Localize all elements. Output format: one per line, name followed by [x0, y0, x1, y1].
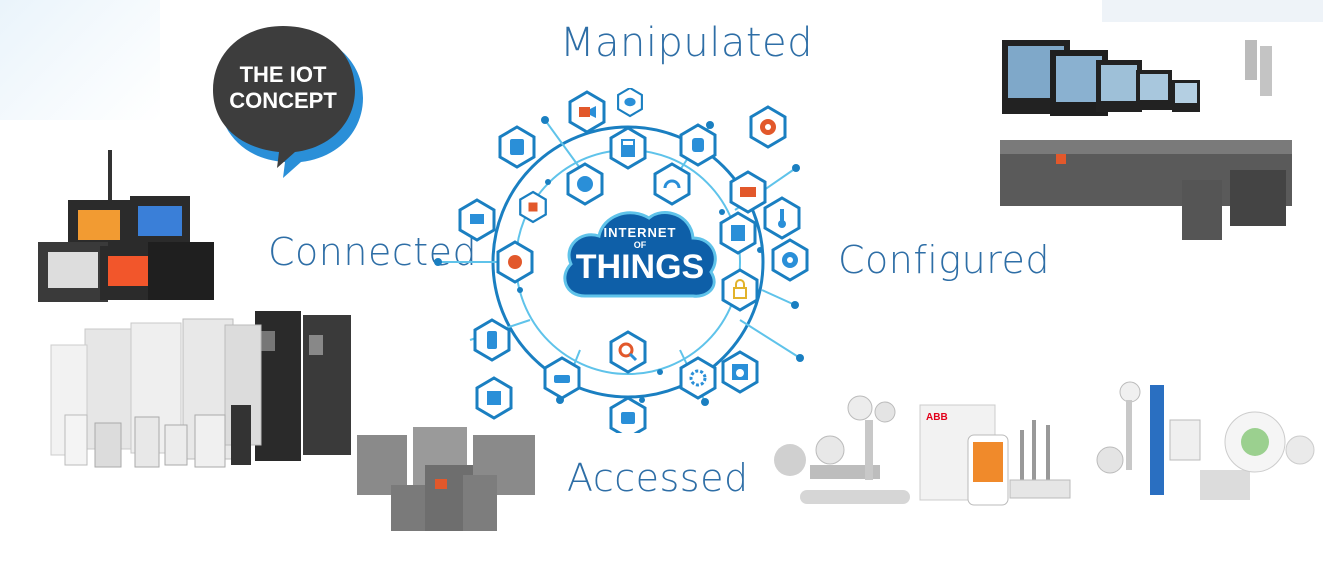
background-tint-right: [1102, 0, 1323, 22]
speaker-icon: [771, 238, 809, 282]
device-brand-label: ABB: [926, 412, 948, 423]
label-connected: Connected: [268, 230, 478, 274]
cloud-line-2: OF: [633, 240, 647, 250]
field-instruments-image: ABB: [774, 381, 1315, 506]
car-icon: [543, 356, 581, 400]
music-icon: [475, 376, 513, 420]
laptop-icon: [458, 198, 496, 242]
scale-icon: [653, 162, 691, 206]
chat-icon: [617, 88, 643, 118]
mobile-phone-icon: [473, 318, 511, 362]
headphones-icon: [566, 162, 604, 206]
iot-icon-hexagons: [458, 88, 809, 433]
plc-hmi-image: [1000, 40, 1292, 240]
magnifier-icon: [609, 330, 647, 374]
soft-starters-image: [357, 427, 535, 531]
gear-icon: [679, 356, 717, 400]
smartwatch-icon: [679, 123, 717, 167]
speech-bubble-icon: [213, 26, 363, 178]
calculator-icon: [609, 126, 647, 170]
cloud-line-3: THINGS: [575, 248, 705, 286]
cloud-line-1: INTERNET: [603, 225, 677, 240]
printer-icon: [729, 170, 767, 214]
variable-drives-image: [50, 311, 351, 468]
badge-title: THE IOT CONCEPT: [213, 62, 353, 114]
drone-icon: [519, 190, 547, 224]
badge-line-2: CONCEPT: [229, 88, 337, 113]
fish-tank-icon: [496, 240, 534, 284]
surveillance-camera-icon: [749, 105, 787, 149]
coffee-machine-icon: [719, 211, 757, 255]
label-manipulated: Manipulated: [560, 20, 814, 66]
label-configured: Configured: [838, 238, 1050, 282]
power-meters-image: [38, 150, 214, 302]
lock-icon: [721, 268, 759, 312]
tablet-icon: [498, 125, 536, 169]
background-tint-left: [0, 0, 160, 120]
thermometer-icon: [763, 196, 801, 240]
video-camera-icon: [568, 90, 606, 134]
badge-line-1: THE IOT: [239, 62, 327, 87]
toaster-icon: [609, 396, 647, 433]
cloud-text: INTERNET OF THINGS: [570, 225, 710, 286]
washing-machine-icon: [721, 350, 759, 394]
iot-cloud: [563, 211, 717, 298]
label-accessed: Accessed: [567, 456, 749, 500]
